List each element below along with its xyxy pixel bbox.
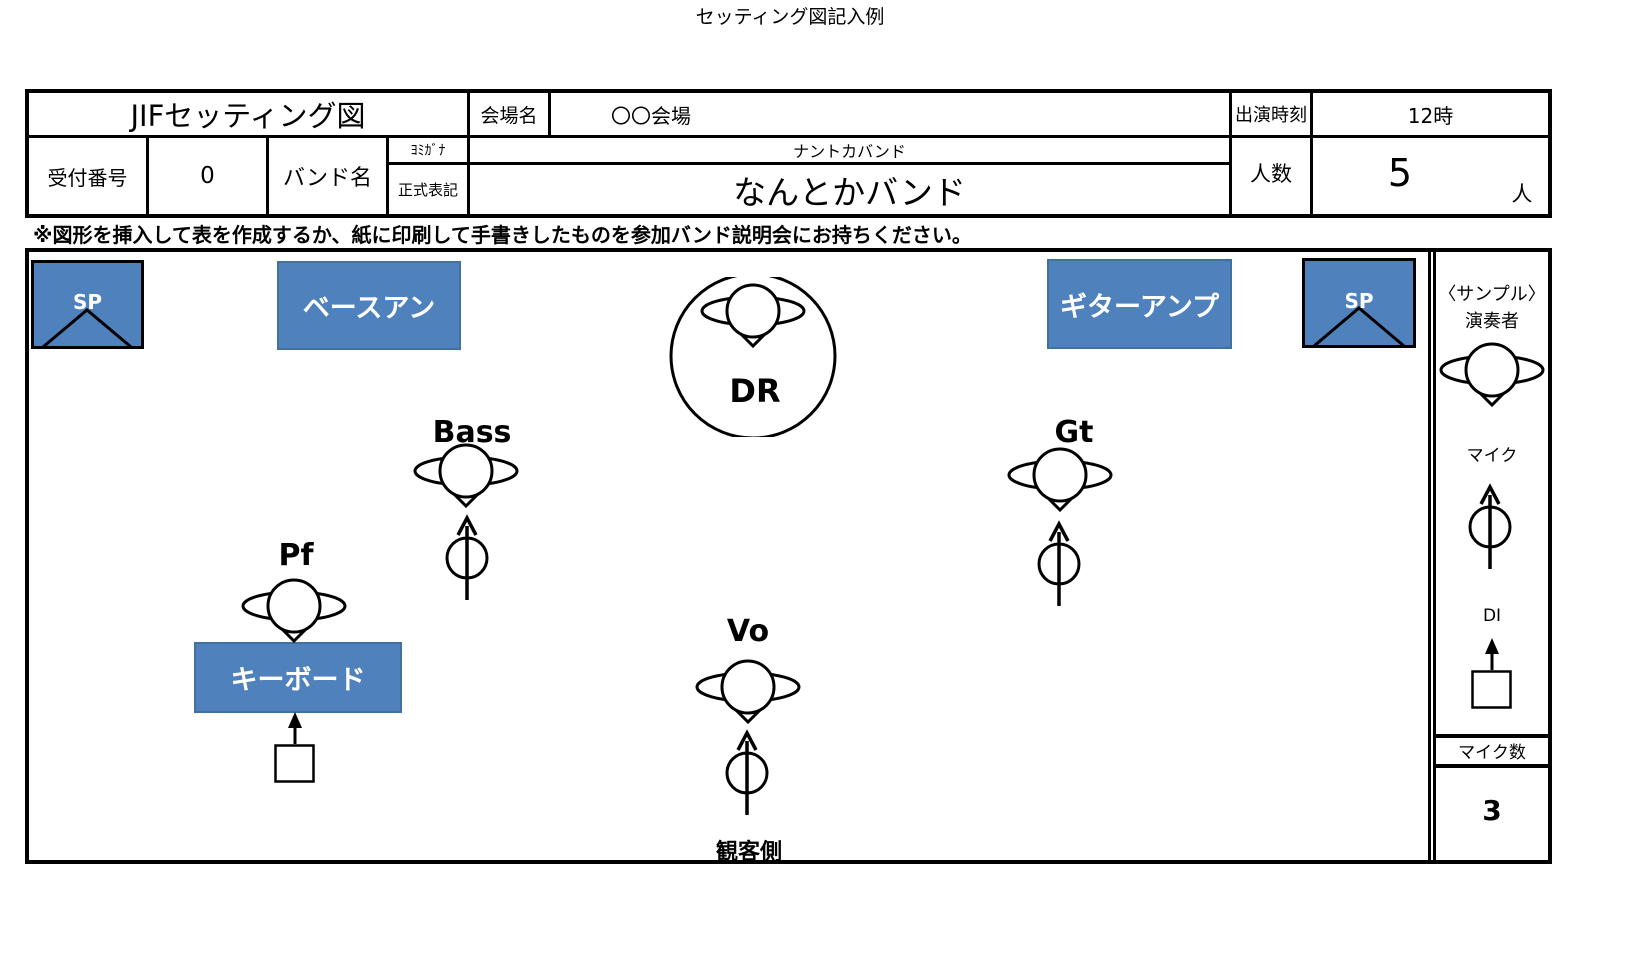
legend-performer-icon	[1439, 342, 1545, 408]
piano-label: Pf	[278, 538, 314, 573]
bass-label: Bass	[432, 415, 512, 450]
legend-sample-label: 〈サンプル〉	[1438, 284, 1546, 305]
vocal-player-icon[interactable]	[693, 658, 803, 728]
drums-label: DR	[729, 372, 781, 410]
drummer-icon[interactable]	[698, 282, 808, 352]
guitar-player-icon[interactable]	[1005, 446, 1115, 516]
legend-performer-label: 演奏者	[1465, 311, 1519, 332]
legend-di-icon	[1471, 638, 1512, 709]
mic-count-label: マイク数	[1458, 743, 1526, 763]
guitar-mic-icon[interactable]	[1029, 514, 1089, 610]
venue-label: 会場名	[480, 104, 538, 127]
audience-side-label: 観客側	[715, 840, 783, 865]
bass-amp[interactable]: ベースアン	[277, 261, 461, 350]
mic-count-field[interactable]: 3	[1482, 794, 1502, 827]
guitar-amp[interactable]: ギターアンプ	[1047, 259, 1232, 349]
band-label: バンド名	[282, 166, 373, 191]
members-unit: 人	[1511, 182, 1533, 206]
speaker-right-shape	[1302, 258, 1416, 348]
speaker-left-shape	[31, 260, 144, 349]
keyboard-di-icon[interactable]	[270, 710, 320, 784]
legend-mic-icon	[1468, 483, 1512, 569]
bass-mic-icon[interactable]	[437, 508, 497, 604]
legend-di-label: DI	[1482, 606, 1502, 626]
members-field[interactable]: 5	[1387, 151, 1413, 195]
instruction-note: ※図形を挿入して表を作成するか、紙に印刷して手書きしたものを参加バンド説明会にお…	[33, 223, 972, 247]
reception-label: 受付番号	[47, 165, 128, 190]
bass-player-icon[interactable]	[411, 442, 521, 512]
speaker-right-label: SP	[1344, 289, 1374, 313]
page-title: セッティング図記入例	[695, 6, 885, 28]
speaker-left[interactable]: SP	[31, 260, 144, 349]
yomigana-field[interactable]: ナントカバンド	[793, 142, 906, 161]
vocal-mic-icon[interactable]	[717, 723, 777, 819]
venue-field[interactable]: 〇〇会場	[611, 103, 691, 128]
time-label: 出演時刻	[1235, 105, 1307, 126]
official-label: 正式表記	[397, 181, 458, 199]
time-field[interactable]: 12時	[1407, 103, 1454, 128]
vocal-label: Vo	[726, 614, 770, 649]
piano-player-icon[interactable]	[239, 577, 349, 647]
sheet-title: JIFセッティング図	[130, 99, 366, 133]
speaker-right[interactable]: SP	[1302, 258, 1416, 348]
guitar-label: Gt	[1054, 415, 1094, 450]
official-field[interactable]: なんとかバンド	[733, 172, 966, 212]
speaker-left-label: SP	[72, 290, 103, 314]
keyboard[interactable]: キーボード	[194, 642, 402, 713]
members-label: 人数	[1250, 162, 1292, 186]
reception-field[interactable]: 0	[200, 163, 215, 189]
yomigana-label: ﾖﾐｶﾞﾅ	[410, 143, 446, 159]
legend-mic-label: マイク	[1466, 446, 1518, 466]
